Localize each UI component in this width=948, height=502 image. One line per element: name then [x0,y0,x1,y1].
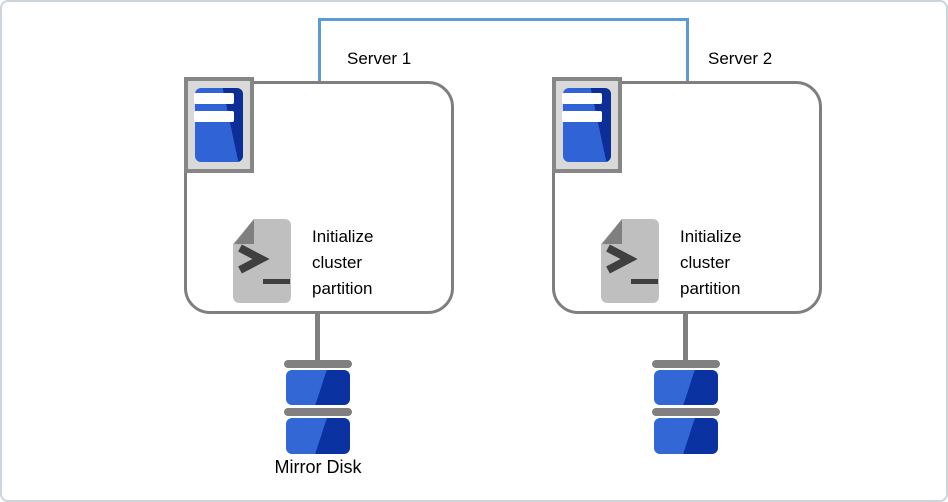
script-caption: Initialize cluster partition [680,227,742,298]
disk-link-line [683,314,688,362]
disk-cap-bar [652,360,720,368]
interconnect-line-horizontal [318,18,689,21]
terminal-script-icon [601,219,659,303]
server-slot-bar [562,111,602,122]
server-1-group: Server 1 Initialize cluster partition Mi… [184,2,454,500]
server-tower-icon [552,77,622,173]
server-slot-bar [562,93,602,104]
server-slot-bar [194,93,234,104]
disk-cap-bar [284,408,352,416]
server-slot-bar [194,111,234,122]
terminal-script-icon [233,219,291,303]
server-2-group: Server 2 Initialize cluster partition [552,2,822,500]
disk-cap-bar [284,360,352,368]
disk-platter [654,418,718,454]
server-tower-icon [184,77,254,173]
mirror-disk-label: Mirror Disk [274,457,362,477]
server-1-label: Server 1 [347,49,412,68]
disk-platter [286,418,350,454]
disk-platter [654,370,718,405]
disk-cap-bar [652,408,720,416]
disk-platter [286,370,350,405]
server-2-label: Server 2 [708,49,773,68]
disk-stack-icon [284,360,352,454]
interconnect-line-drop-server-1 [318,18,321,82]
disk-link-line [315,314,320,362]
script-caption: Initialize cluster partition [312,227,374,298]
disk-stack-icon [652,360,720,454]
interconnect-line-drop-server-2 [686,18,689,82]
